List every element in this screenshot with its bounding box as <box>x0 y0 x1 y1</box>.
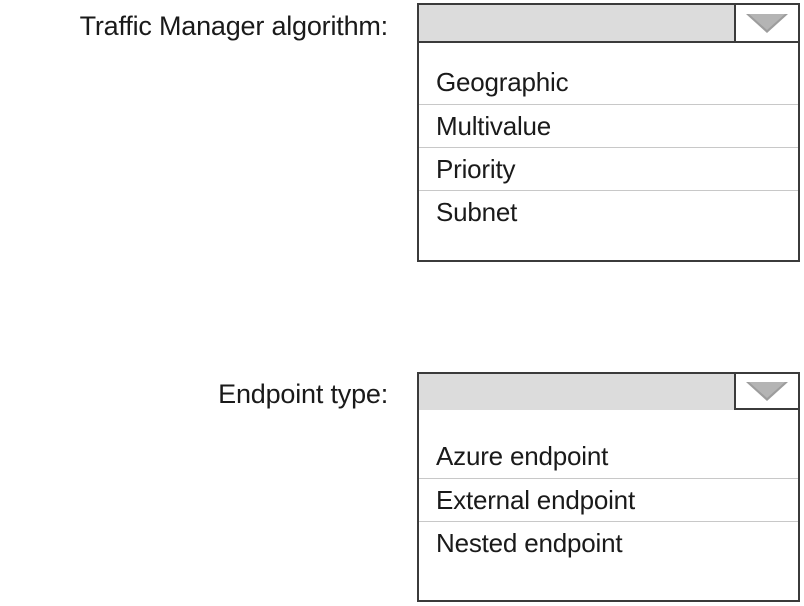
chevron-down-icon <box>746 381 788 401</box>
traffic-manager-algorithm-selected-value[interactable] <box>419 5 736 41</box>
endpoint-type-label: Endpoint type: <box>218 379 388 409</box>
field-group-traffic-manager-algorithm: Traffic Manager algorithm: Geographic Mu… <box>0 0 804 262</box>
endpoint-type-selected-value[interactable] <box>419 374 736 410</box>
traffic-manager-algorithm-dropdown-button[interactable] <box>736 5 798 41</box>
list-item[interactable]: External endpoint <box>419 478 798 521</box>
endpoint-type-combobox[interactable] <box>417 372 800 410</box>
endpoint-type-dropdown-button[interactable] <box>736 374 798 408</box>
endpoint-type-option-list: Azure endpoint External endpoint Nested … <box>417 410 800 602</box>
list-item[interactable]: Nested endpoint <box>419 521 798 564</box>
list-item[interactable]: Geographic <box>436 67 569 97</box>
list-item[interactable]: Azure endpoint <box>436 441 609 471</box>
traffic-manager-algorithm-option-list: Geographic Multivalue Priority Subnet <box>417 43 800 262</box>
list-item[interactable]: Multivalue <box>419 104 798 147</box>
traffic-manager-algorithm-label: Traffic Manager algorithm: <box>79 11 389 41</box>
list-item[interactable]: Priority <box>419 147 798 190</box>
chevron-down-icon <box>746 13 788 33</box>
list-item[interactable]: Subnet <box>419 190 798 233</box>
field-group-endpoint-type: Endpoint type: Azure endpoint External e… <box>0 368 804 602</box>
traffic-manager-algorithm-combobox[interactable] <box>417 3 800 43</box>
